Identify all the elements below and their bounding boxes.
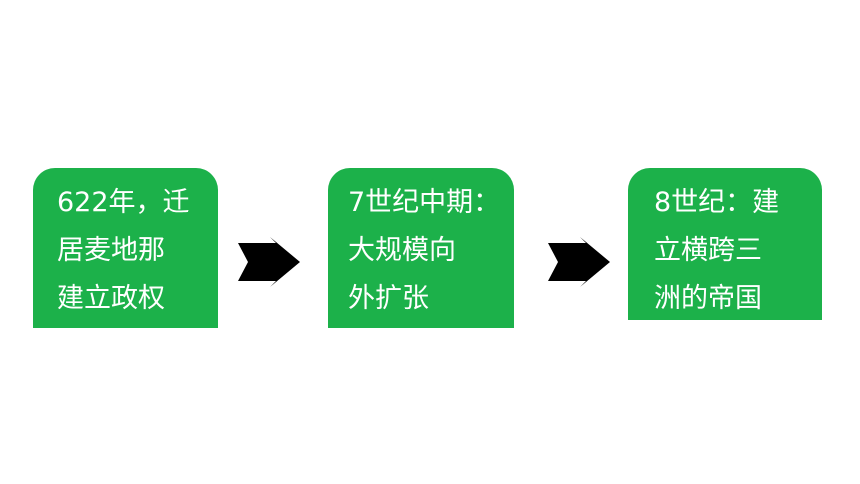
step-1-line-2: 居麦地那 xyxy=(57,235,165,266)
step-3-line-2: 立横跨三 xyxy=(654,235,762,266)
step-1-line-1: 622年，迁 xyxy=(57,187,190,218)
step-box-8th-century: 8世纪：建 立横跨三 洲的帝国 xyxy=(628,168,822,320)
step-3-line-3: 洲的帝国 xyxy=(654,283,762,314)
step-box-622: 622年，迁 居麦地那 建立政权 xyxy=(33,168,218,328)
step-2-line-1: 7世纪中期： xyxy=(348,187,501,218)
step-2-line-3: 外扩张 xyxy=(348,283,429,314)
arrow-right-icon xyxy=(548,237,610,287)
step-3-line-1: 8世纪：建 xyxy=(654,187,780,218)
step-1-line-3: 建立政权 xyxy=(57,283,165,314)
arrow-right-icon xyxy=(238,237,300,287)
step-2-line-2: 大规模向 xyxy=(348,235,456,266)
step-box-7th-century: 7世纪中期： 大规模向 外扩张 xyxy=(328,168,514,328)
